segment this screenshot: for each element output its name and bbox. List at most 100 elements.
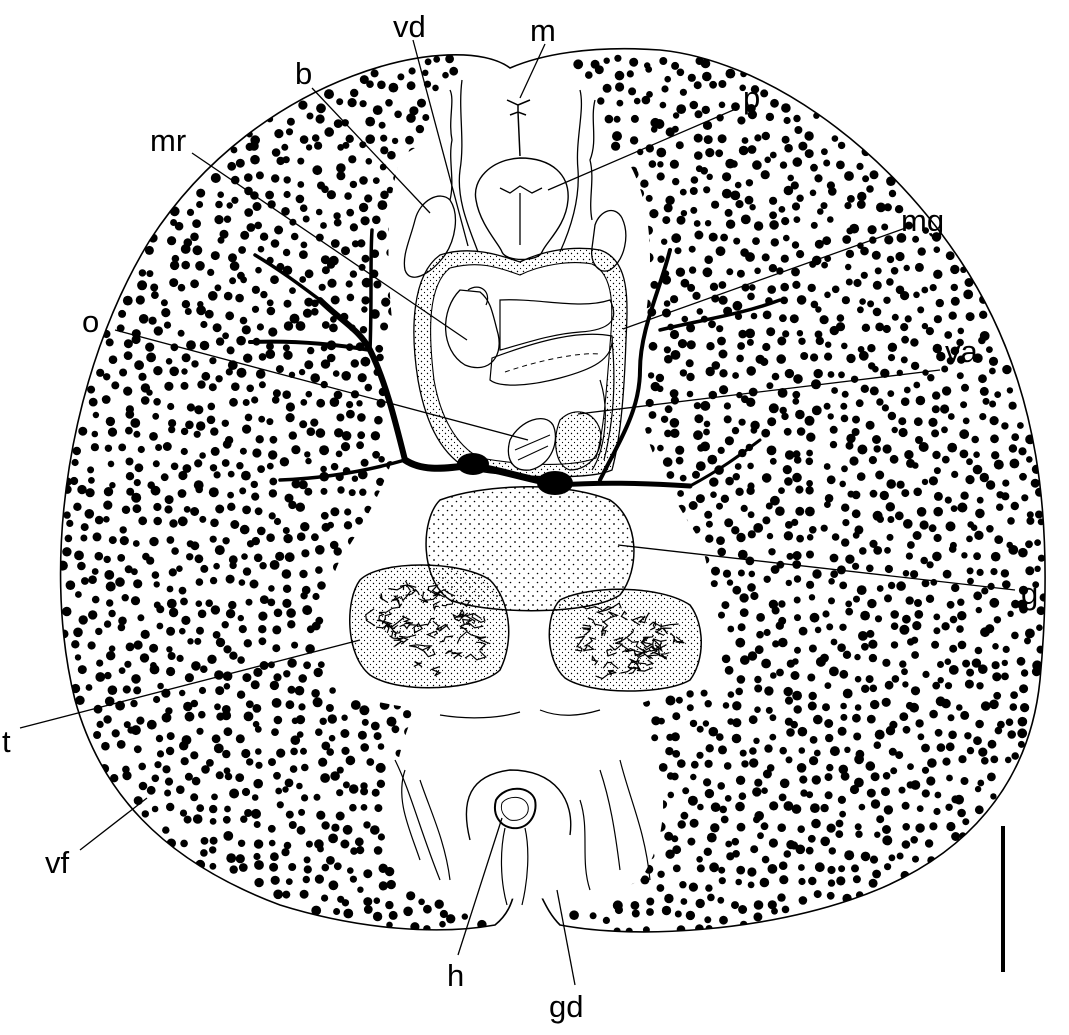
follicle-dot bbox=[989, 401, 996, 408]
follicle-dot bbox=[931, 429, 939, 437]
follicle-dot bbox=[370, 825, 380, 835]
follicle-dot bbox=[994, 616, 1001, 623]
follicle-dot bbox=[680, 475, 687, 482]
follicle-dot bbox=[932, 405, 940, 413]
follicle-dot bbox=[948, 731, 957, 740]
follicle-dot bbox=[611, 142, 620, 151]
follicle-dot bbox=[227, 492, 234, 499]
follicle-dot bbox=[118, 624, 126, 632]
follicle-dot bbox=[251, 481, 258, 488]
follicle-dot bbox=[211, 605, 220, 614]
follicle-dot bbox=[927, 758, 937, 768]
follicle-dot bbox=[882, 659, 890, 667]
follicle-dot bbox=[649, 209, 658, 218]
follicle-dot bbox=[179, 741, 188, 750]
follicle-dot bbox=[269, 840, 276, 847]
follicle-dot bbox=[795, 507, 804, 516]
follicle-dot bbox=[762, 516, 770, 524]
follicle-dot bbox=[829, 847, 836, 854]
follicle-dot bbox=[883, 297, 890, 304]
follicle-dot bbox=[708, 320, 716, 328]
follicle-dot bbox=[836, 876, 845, 885]
follicle-dot bbox=[165, 495, 174, 504]
follicle-dot bbox=[214, 703, 221, 710]
follicle-dot bbox=[951, 284, 958, 291]
follicle-dot bbox=[295, 686, 305, 696]
follicle-dot bbox=[796, 250, 804, 258]
follicle-dot bbox=[269, 478, 277, 486]
follicle-dot bbox=[306, 144, 312, 150]
follicle-dot bbox=[964, 732, 971, 739]
follicle-dot bbox=[346, 135, 354, 143]
follicle-dot bbox=[184, 816, 192, 824]
follicle-dot bbox=[825, 342, 831, 348]
follicle-dot bbox=[296, 321, 306, 331]
follicle-dot bbox=[283, 156, 290, 163]
follicle-dot bbox=[770, 714, 777, 721]
follicle-dot bbox=[670, 429, 679, 438]
follicle-dot bbox=[910, 570, 918, 578]
follicle-dot bbox=[855, 831, 862, 838]
follicle-dot bbox=[108, 610, 115, 617]
follicle-dot bbox=[932, 391, 940, 399]
follicle-dot bbox=[877, 585, 884, 592]
follicle-dot bbox=[640, 180, 648, 188]
follicle-dot bbox=[178, 330, 185, 337]
follicle-dot bbox=[348, 155, 356, 163]
follicle-dot bbox=[283, 670, 290, 677]
follicle-dot bbox=[737, 116, 745, 124]
follicle-dot bbox=[163, 442, 172, 451]
follicle-dot bbox=[321, 186, 329, 194]
follicle-dot bbox=[289, 821, 297, 829]
follicle-dot bbox=[781, 255, 789, 263]
follicle-dot bbox=[933, 344, 942, 353]
follicle-dot bbox=[809, 594, 815, 600]
follicle-dot bbox=[254, 878, 263, 887]
follicle-dot bbox=[779, 206, 786, 213]
follicle-dot bbox=[298, 674, 307, 683]
follicle-dot bbox=[913, 292, 920, 299]
follicle-dot bbox=[103, 501, 112, 510]
follicle-dot bbox=[947, 443, 957, 453]
follicle-dot bbox=[87, 466, 94, 473]
follicle-dot bbox=[366, 158, 373, 165]
follicle-dot bbox=[63, 485, 72, 494]
follicle-dot bbox=[152, 571, 160, 579]
follicle-dot bbox=[224, 216, 231, 223]
follicle-dot bbox=[1034, 566, 1040, 572]
follicle-dot bbox=[585, 71, 593, 79]
follicle-dot bbox=[857, 200, 866, 209]
follicle-dot bbox=[785, 697, 793, 705]
follicle-dot bbox=[722, 655, 731, 664]
follicle-dot bbox=[822, 703, 830, 711]
follicle-dot bbox=[341, 246, 350, 255]
follicle-dot bbox=[721, 816, 729, 824]
follicle-dot bbox=[200, 665, 208, 673]
follicle-dot bbox=[838, 796, 846, 804]
follicle-dot bbox=[1007, 611, 1013, 617]
follicle-dot bbox=[433, 56, 440, 63]
follicle-dot bbox=[841, 415, 849, 423]
follicle-dot bbox=[1026, 517, 1034, 525]
follicle-dot bbox=[686, 911, 695, 920]
follicle-dot bbox=[804, 131, 813, 140]
follicle-dot bbox=[125, 427, 133, 435]
follicle-dot bbox=[153, 696, 160, 703]
follicle-dot bbox=[929, 476, 938, 485]
follicle-dot bbox=[739, 593, 748, 602]
follicle-dot bbox=[109, 645, 116, 652]
follicle-dot bbox=[253, 779, 263, 789]
follicle-dot bbox=[646, 898, 654, 906]
follicle-dot bbox=[784, 850, 792, 858]
follicle-dot bbox=[141, 396, 150, 405]
follicle-dot bbox=[794, 216, 801, 223]
follicle-dot bbox=[852, 428, 860, 436]
follicle-dot bbox=[762, 343, 770, 351]
follicle-dot bbox=[933, 808, 940, 815]
follicle-dot bbox=[321, 488, 328, 495]
follicle-dot bbox=[764, 576, 771, 583]
follicle-dot bbox=[873, 546, 882, 555]
follicle-dot bbox=[157, 750, 164, 757]
follicle-dot bbox=[832, 533, 840, 541]
follicle-dot bbox=[870, 700, 879, 709]
